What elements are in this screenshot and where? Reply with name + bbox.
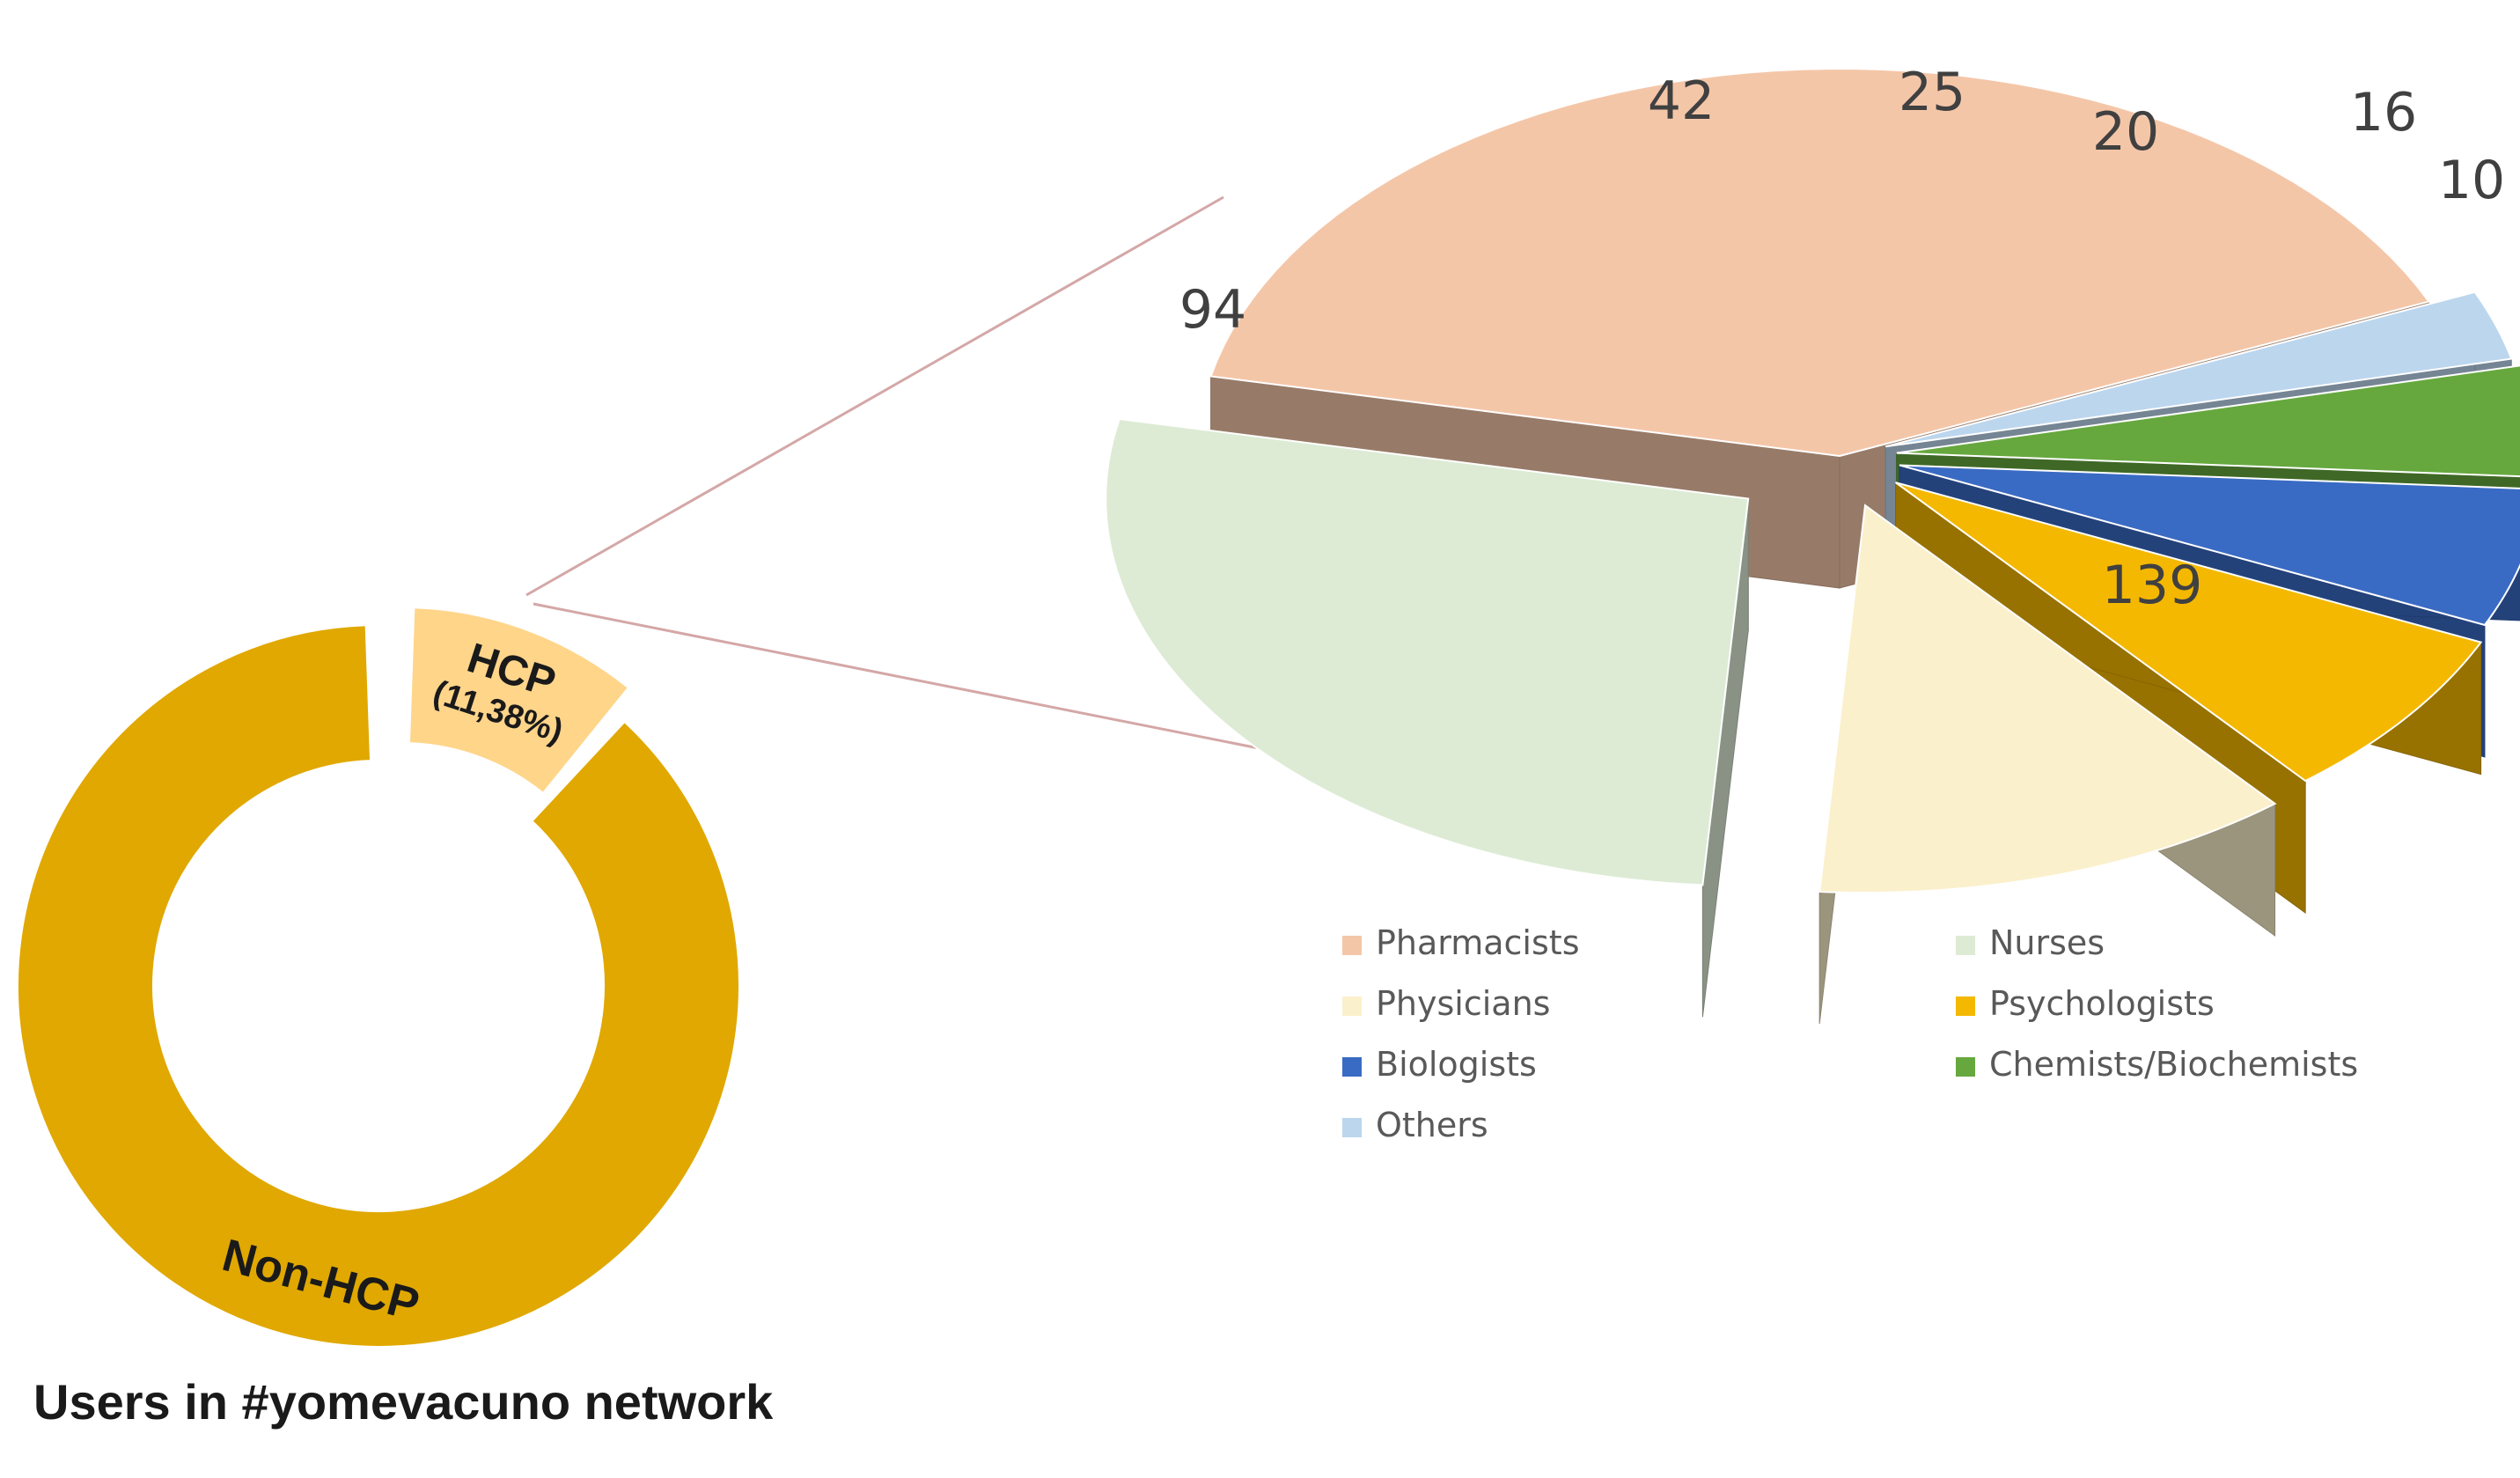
legend-swatch-chemists-biochemists <box>1956 1057 1975 1077</box>
legend-swatch-physicians <box>1342 996 1362 1016</box>
legend-swatch-biologists <box>1342 1057 1362 1077</box>
pie-data-label-chemists-biochemists: 16 <box>2350 82 2417 143</box>
legend-label-chemists-biochemists: Chemists/Biochemists <box>1989 1045 2358 1084</box>
legend-item-biologists: Biologists <box>1342 1045 1537 1084</box>
pie-data-label-others: 10 <box>2438 150 2505 211</box>
connector-line-top <box>525 195 1224 597</box>
legend-label-pharmacists: Pharmacists <box>1376 923 1580 962</box>
chart-title: Users in #yomevacuno network <box>33 1374 774 1430</box>
legend-swatch-psychologists <box>1956 996 1975 1016</box>
pie-data-labels: 139 94 42 25 20 16 10 <box>1179 62 2505 616</box>
pie-data-label-physicians: 42 <box>1648 70 1715 132</box>
legend-label-psychologists: Psychologists <box>1989 984 2215 1023</box>
pie-slice-top-chemists-biochemists <box>1896 364 2520 478</box>
pie-slice-top-nurses <box>1105 417 1750 886</box>
legend-swatch-nurses <box>1956 936 1975 955</box>
legend-label-biologists: Biologists <box>1376 1045 1537 1084</box>
legend-item-others: Others <box>1342 1106 1488 1144</box>
pie-data-label-psychologists: 25 <box>1899 62 1965 123</box>
pie-slice-physicians <box>1818 504 2277 1025</box>
legend-swatch-others <box>1342 1118 1362 1137</box>
legend-label-others: Others <box>1376 1106 1488 1144</box>
pie-slice-top-others <box>1884 290 2513 448</box>
legend-swatch-pharmacists <box>1342 936 1362 955</box>
legend-item-physicians: Physicians <box>1342 984 1550 1023</box>
pie-slice-top-physicians <box>1818 504 2277 894</box>
legend-label-nurses: Nurses <box>1989 923 2105 962</box>
legend-item-nurses: Nurses <box>1956 923 2105 962</box>
pie-slice-top-psychologists <box>1894 482 2483 783</box>
donut-chart: HCP (11,38%) Non-HCP <box>17 607 740 1348</box>
donut-slice-non-hcp <box>17 624 740 1348</box>
pie-slice-top-biologists <box>1899 464 2520 627</box>
legend-item-pharmacists: Pharmacists <box>1342 923 1580 962</box>
pie-data-label-biologists: 20 <box>2092 101 2159 163</box>
legend-label-physicians: Physicians <box>1376 984 1550 1023</box>
pie-slice-top-pharmacists <box>1209 68 2431 458</box>
pie-slice-nurses <box>1105 417 1750 1018</box>
donut-slice-hcp <box>408 607 630 795</box>
pie-data-label-nurses: 94 <box>1179 279 1246 341</box>
pie-chart <box>1105 68 2520 1025</box>
pie-data-label-pharmacists: 139 <box>2102 555 2203 616</box>
legend-item-psychologists: Psychologists <box>1956 984 2215 1023</box>
legend-item-chemists-biochemists: Chemists/Biochemists <box>1956 1045 2358 1084</box>
